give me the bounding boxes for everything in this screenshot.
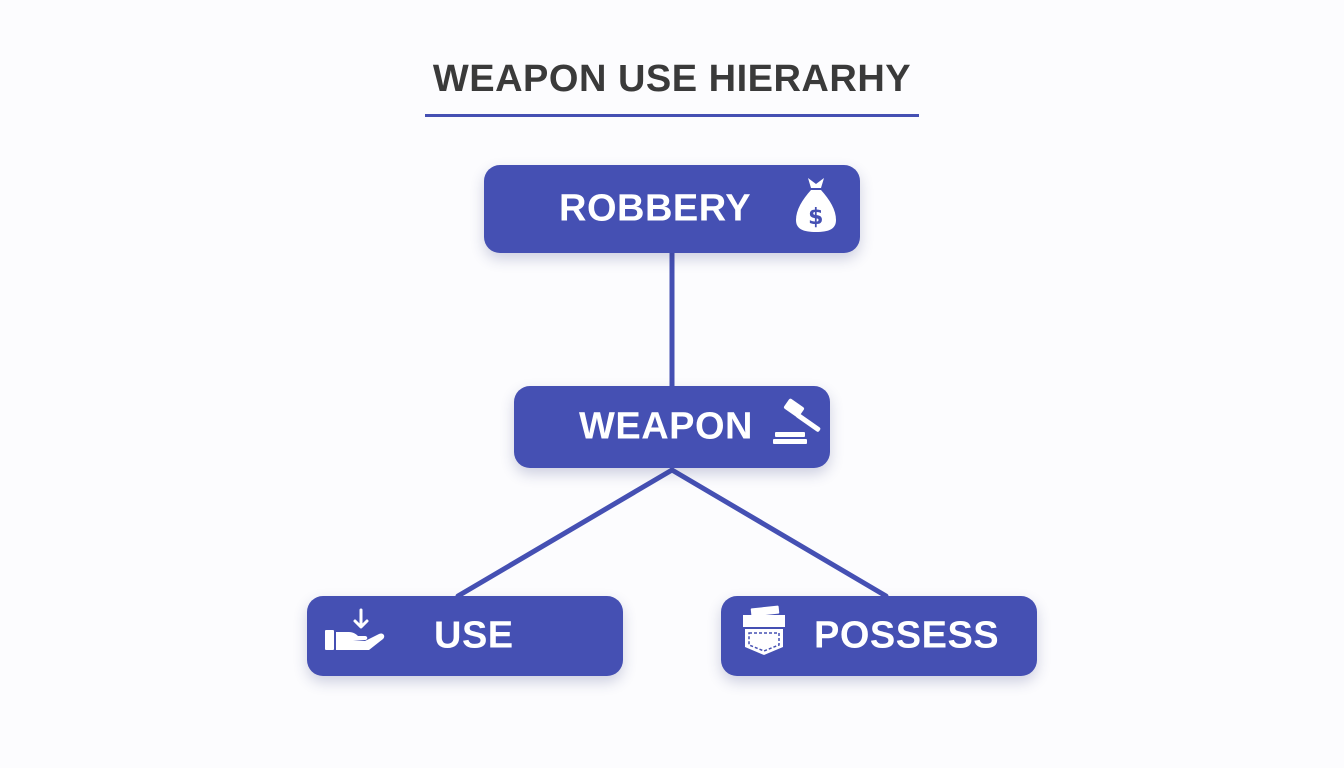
edge-weapon-possess (669, 467, 889, 599)
node-use-label: USE (434, 614, 514, 657)
node-possess: POSSESS (721, 596, 1037, 676)
edge-weapon-use (455, 467, 675, 599)
svg-text:$: $ (808, 205, 824, 230)
node-robbery: ROBBERY $ (484, 165, 860, 253)
gavel-icon (773, 398, 829, 456)
title-underline (425, 114, 919, 117)
pocket-icon (741, 605, 787, 667)
node-possess-label: POSSESS (814, 614, 1000, 657)
hand-receive-icon (325, 608, 387, 664)
diagram-title: WEAPON USE HIERARHY (432, 58, 912, 100)
node-weapon-label: WEAPON (579, 405, 753, 448)
money-bag-icon: $ (794, 174, 838, 244)
node-robbery-label: ROBBERY (559, 187, 752, 230)
node-weapon: WEAPON (514, 386, 830, 468)
node-use: USE (307, 596, 623, 676)
